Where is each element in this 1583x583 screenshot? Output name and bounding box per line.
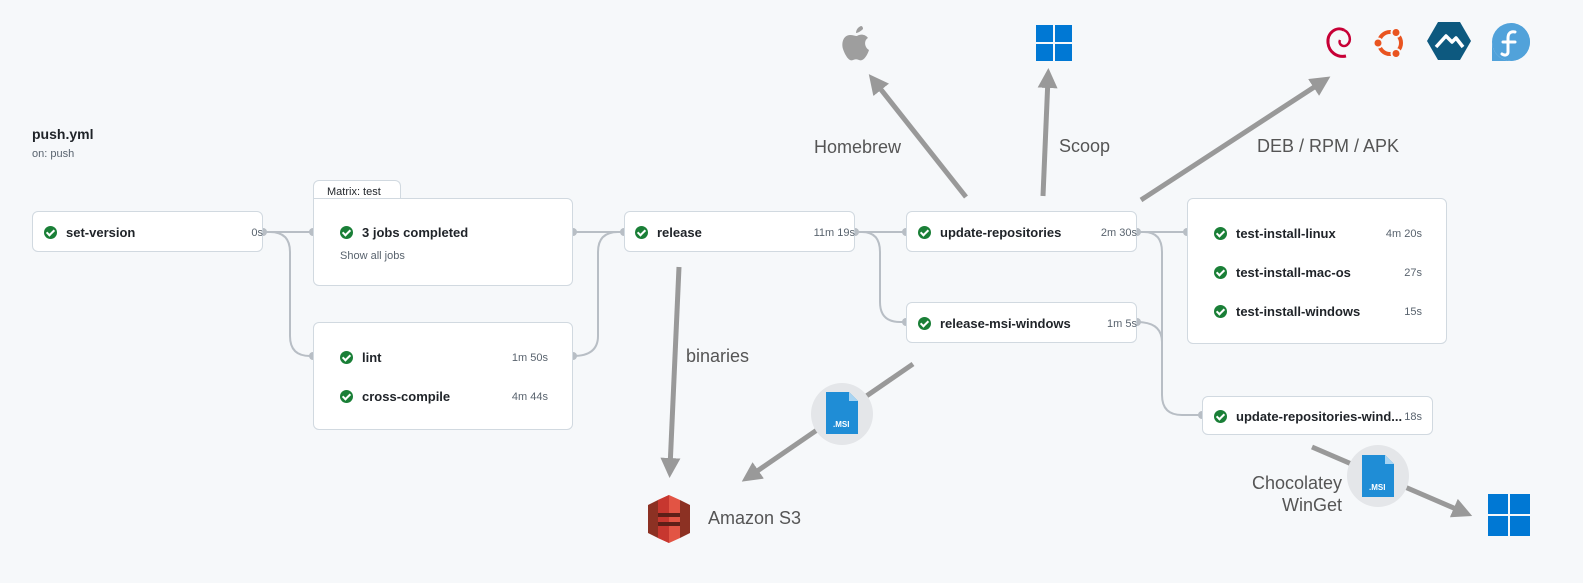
msi-badge: .MSI	[811, 383, 873, 445]
msi-label: .MSI	[1369, 483, 1386, 492]
matrix-summary: 3 jobs completed	[362, 225, 469, 240]
job-duration: 18s	[1404, 411, 1422, 423]
msi-badge: .MSI	[1347, 445, 1409, 507]
success-check-icon	[1214, 227, 1227, 240]
alpine-icon	[1427, 22, 1471, 60]
success-check-icon	[635, 226, 648, 239]
job-card-set-version[interactable]: set-version 0s	[32, 211, 263, 252]
edge-setversion-lint	[269, 231, 313, 357]
job-test-install-mac-os[interactable]: test-install-mac-os 27s	[1214, 265, 1422, 280]
job-duration: 2m 30s	[1100, 227, 1137, 239]
arrow-deb	[1139, 76, 1331, 203]
label-deb-rpm-apk: DEB / RPM / APK	[1257, 136, 1400, 156]
label-amazon-s3: Amazon S3	[708, 508, 802, 528]
amazon-s3-icon	[648, 495, 690, 543]
edge-release-msi	[861, 231, 906, 323]
label-binaries: binaries	[686, 346, 750, 366]
windows-icon	[1488, 494, 1530, 536]
success-check-icon	[340, 226, 353, 239]
windows-icon	[1036, 25, 1072, 61]
job-name: lint	[362, 350, 382, 365]
matrix-card[interactable]: 3 jobs completed Show all jobs	[313, 198, 573, 286]
job-cross-compile[interactable]: cross-compile 4m 44s	[340, 389, 548, 404]
job-name: update-repositories-wind...	[1236, 409, 1403, 424]
job-lint[interactable]: lint 1m 50s	[340, 350, 548, 365]
label-winget: WinGet	[1282, 495, 1343, 515]
label-scoop: Scoop	[1059, 136, 1111, 156]
job-duration: 11m 19s	[813, 227, 855, 239]
msi-label: .MSI	[833, 420, 850, 429]
edge-update-repowin	[1143, 231, 1202, 416]
success-check-icon	[1214, 305, 1227, 318]
job-card-release-msi-windows[interactable]: release-msi-windows 1m 5s	[906, 302, 1137, 343]
arrow-homebrew	[868, 74, 968, 199]
job-test-install-linux[interactable]: test-install-linux 4m 20s	[1214, 226, 1422, 241]
job-duration: 15s	[1404, 306, 1422, 318]
job-duration: 27s	[1404, 267, 1422, 279]
job-name: update-repositories	[940, 225, 1062, 240]
job-duration: 4m 20s	[1385, 228, 1422, 240]
job-card-update-repositories[interactable]: update-repositories 2m 30s	[906, 211, 1137, 252]
job-name: cross-compile	[362, 389, 451, 404]
label-chocolatey: Chocolatey	[1252, 473, 1343, 493]
job-name: release-msi-windows	[940, 316, 1071, 331]
job-duration: 1m 5s	[1107, 318, 1137, 330]
ubuntu-icon	[1372, 27, 1403, 59]
arrow-scoop	[1037, 68, 1058, 197]
job-name: test-install-linux	[1236, 226, 1336, 241]
success-check-icon	[340, 390, 353, 403]
job-card-update-repositories-windows[interactable]: update-repositories-wind... 18s	[1202, 396, 1433, 435]
fedora-icon	[1492, 23, 1530, 61]
edge-lint-release	[572, 231, 624, 357]
success-check-icon	[340, 351, 353, 364]
success-check-icon	[1214, 410, 1227, 423]
job-name: release	[657, 225, 702, 240]
job-group-lint: lint 1m 50s cross-compile 4m 44s	[313, 322, 573, 430]
msi-file-icon	[1362, 455, 1394, 497]
success-check-icon	[44, 226, 57, 239]
debian-icon	[1326, 27, 1352, 58]
job-group-test-install: test-install-linux 4m 20s test-install-m…	[1187, 198, 1447, 344]
job-duration: 1m 50s	[511, 352, 548, 364]
success-check-icon	[918, 226, 931, 239]
job-card-release[interactable]: release 11m 19s	[624, 211, 855, 252]
job-name: test-install-windows	[1236, 304, 1361, 319]
job-name: test-install-mac-os	[1236, 265, 1351, 280]
workflow-trigger: on: push	[32, 148, 75, 160]
edge-msi-repowin	[1136, 321, 1163, 343]
success-check-icon	[1214, 266, 1227, 279]
job-duration: 4m 44s	[511, 391, 548, 403]
job-name: set-version	[66, 225, 136, 240]
job-duration: 0s	[251, 227, 263, 239]
show-all-jobs-link[interactable]: Show all jobs	[340, 250, 405, 262]
arrow-binaries	[660, 266, 682, 478]
success-check-icon	[918, 317, 931, 330]
matrix-tab: Matrix: test	[313, 180, 401, 201]
label-homebrew: Homebrew	[814, 137, 902, 157]
job-test-install-windows[interactable]: test-install-windows 15s	[1214, 304, 1422, 319]
apple-icon	[842, 26, 869, 61]
msi-file-icon	[826, 392, 858, 434]
workflow-title[interactable]: push.yml	[32, 126, 94, 142]
